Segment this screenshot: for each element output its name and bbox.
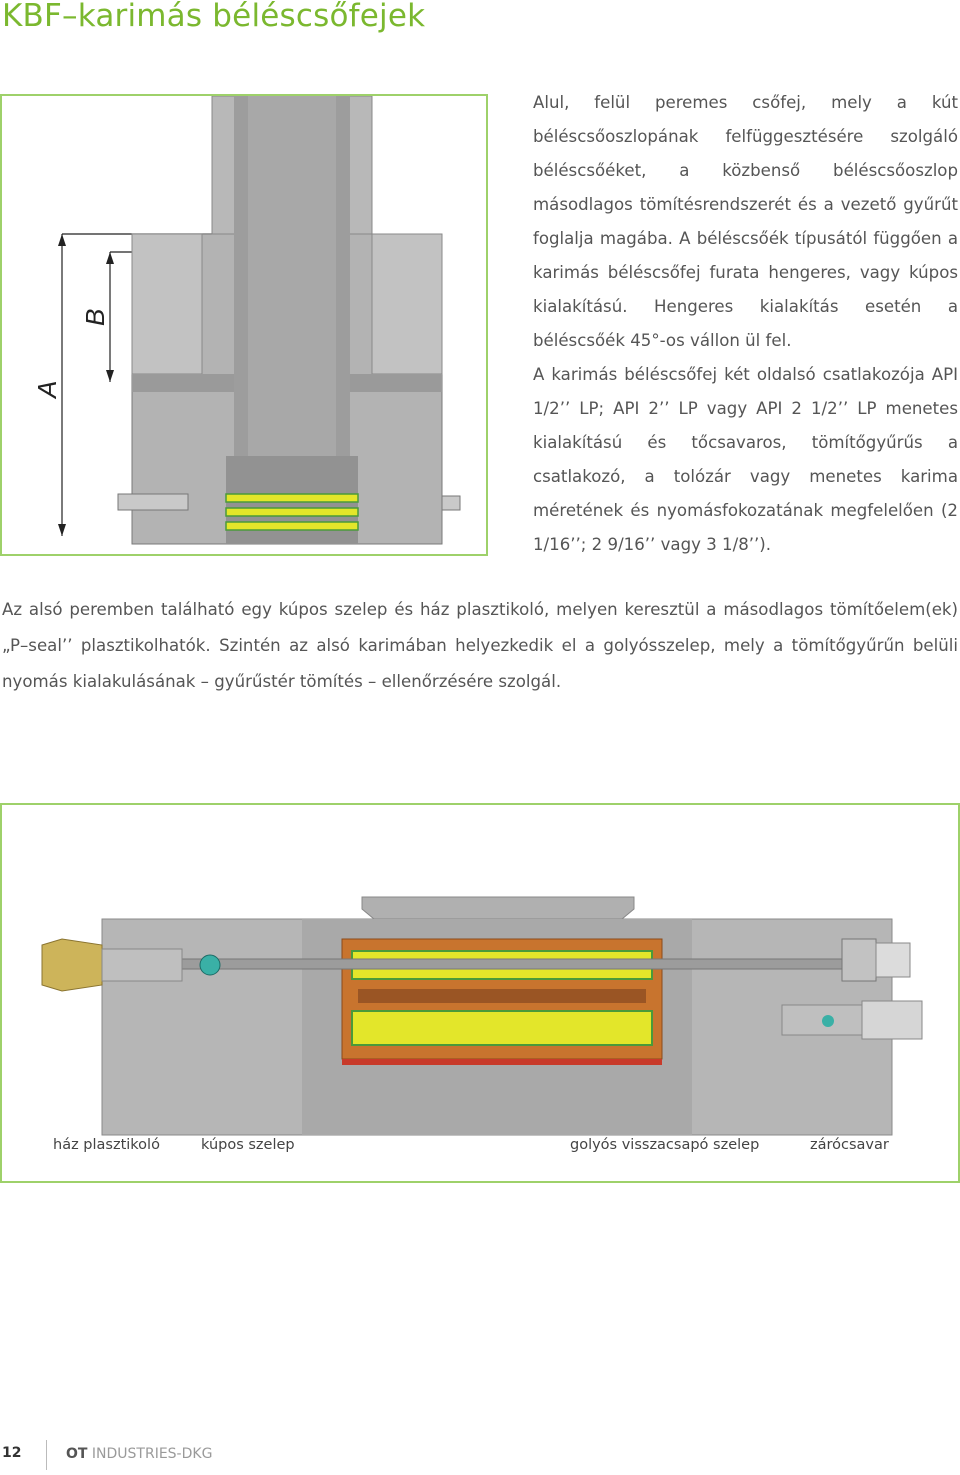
description-column: Alul, felül peremes csőfej, mely a kút b… — [533, 86, 958, 562]
dim-label-a: A — [32, 381, 62, 400]
brand-rest: INDUSTRIES-DKG — [87, 1446, 213, 1462]
description-paragraph-2: A karimás béléscsőfej két oldalsó csatla… — [533, 365, 958, 554]
footer-divider — [46, 1440, 47, 1470]
description-paragraph-1: Alul, felül peremes csőfej, mely a kút b… — [533, 93, 958, 350]
assembly-drawing — [41, 896, 923, 1136]
label-haz-plasztikolo: ház plasztikoló — [53, 1137, 160, 1153]
dim-label-b: B — [80, 309, 110, 326]
cross-section-drawing: D C B A — [32, 96, 461, 545]
label-kupos-szelep: kúpos szelep — [201, 1137, 295, 1153]
body-paragraph: Az alsó peremben található egy kúpos sze… — [2, 600, 958, 691]
label-zarocsavar: zárócsavar — [810, 1137, 889, 1153]
page-number: 12 — [2, 1445, 22, 1461]
assembly-figure — [0, 803, 960, 1183]
cross-section-figure: D C B A — [0, 94, 488, 556]
page-title: KBF–karimás béléscsőfejek — [2, 0, 426, 34]
label-golyos-szelep: golyós visszacsapó szelep — [570, 1137, 760, 1153]
brand-bold: OT — [66, 1446, 88, 1462]
footer-brand: OT INDUSTRIES-DKG — [66, 1446, 212, 1462]
